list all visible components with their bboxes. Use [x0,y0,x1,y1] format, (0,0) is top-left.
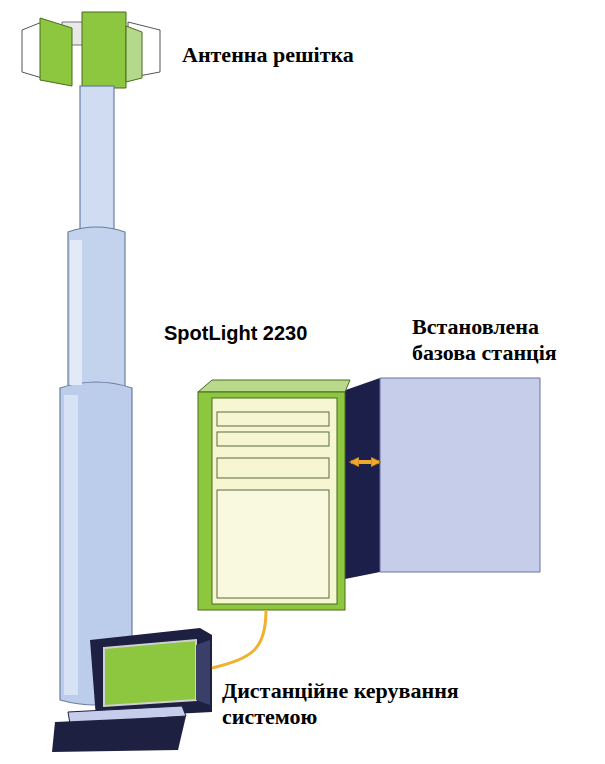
node-label: Встановлена базова станція [412,314,597,366]
antenna-panel [126,26,142,82]
antenna-panel [82,12,126,88]
drive-bay [217,412,329,426]
link-arrow [351,460,379,464]
keyboard [52,716,186,752]
antenna-array: Антенна решітка [20,12,165,90]
cable [212,610,266,668]
mast-section [68,227,125,390]
cabinet-frame [198,392,345,610]
mast-section [80,86,114,231]
antenna-panel [40,18,72,86]
drive-bay [217,458,329,478]
mast-highlight [64,395,78,695]
drive-bay [217,432,329,446]
cabinet-door [217,490,329,598]
base-station: Встановлена базова станція [380,378,540,572]
node-label: Антенна решітка [182,42,422,68]
cabinet-front [212,398,337,604]
monitor-screen [104,640,196,706]
spotlight-cabinet: SpotLight 2230 [198,380,350,610]
mast-highlight [70,240,82,385]
station-front [380,378,540,572]
station-side [340,378,380,580]
node-label: Дистанційне керування системою [222,678,492,730]
node-label: SpotLight 2230 [164,322,384,346]
antenna-panel [22,22,42,78]
remote-terminal: Дистанційне керування системою [52,628,212,752]
monitor-side [196,640,210,705]
monitor-body [90,628,212,718]
cabinet-top [198,380,350,392]
